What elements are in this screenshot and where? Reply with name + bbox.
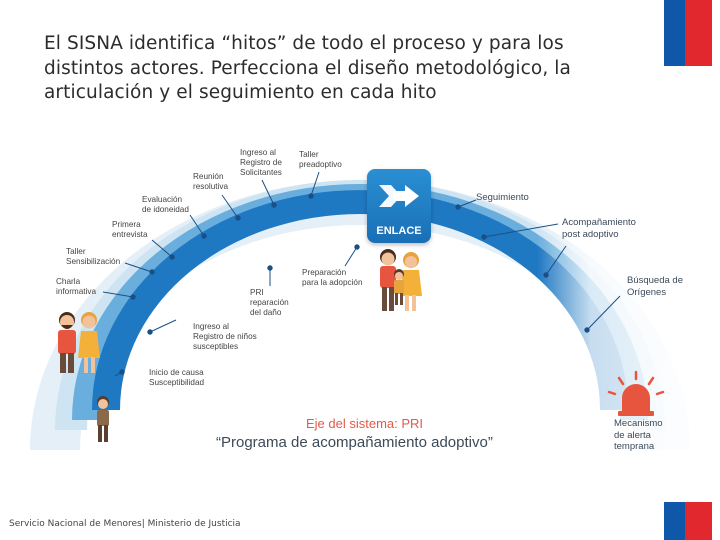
milestone-taller-sensibilizacion: Taller Sensibilización bbox=[66, 247, 120, 267]
milestone-evaluacion-idoneidad: Evaluación de idoneidad bbox=[142, 195, 189, 215]
footer-text: Servicio Nacional de Menores| Ministerio… bbox=[9, 519, 241, 529]
milestone-mecanismo-alerta: Mecanismo de alerta temprana bbox=[614, 418, 663, 453]
milestone-inicio-causa: Inicio de causa Susceptibilidad bbox=[149, 368, 204, 388]
milestone-seguimiento: Seguimiento bbox=[476, 192, 529, 204]
axis-program-name: “Programa de acompañamiento adoptivo” bbox=[216, 434, 493, 451]
milestone-primera-entrevista: Primera entrevista bbox=[112, 220, 148, 240]
milestone-ingreso-registro-solicitantes: Ingreso al Registro de Solicitantes bbox=[240, 148, 282, 178]
milestone-ingreso-registro-ninos: Ingreso al Registro de niños susceptible… bbox=[193, 322, 257, 352]
milestone-busqueda-origenes: Búsqueda de Orígenes bbox=[627, 275, 683, 298]
child-icon bbox=[97, 396, 109, 442]
enlace-label: ENLACE bbox=[367, 225, 431, 237]
milestone-acompanamiento-post: Acompañamiento post adoptivo bbox=[562, 217, 636, 240]
milestone-preparacion-adopcion: Preparación para la adopción bbox=[302, 268, 363, 288]
enlace-box: ENLACE bbox=[367, 169, 431, 243]
merge-arrow-icon bbox=[375, 179, 423, 215]
axis-label: Eje del sistema: PRI bbox=[306, 416, 423, 431]
milestone-charla-informativa: Charla informativa bbox=[56, 277, 96, 297]
milestone-taller-preadoptivo: Taller preadoptivo bbox=[299, 150, 342, 170]
milestone-reunion-resolutiva: Reunión resolutiva bbox=[193, 172, 228, 192]
milestone-pri-reparacion: PRI reparación del daño bbox=[250, 288, 289, 318]
